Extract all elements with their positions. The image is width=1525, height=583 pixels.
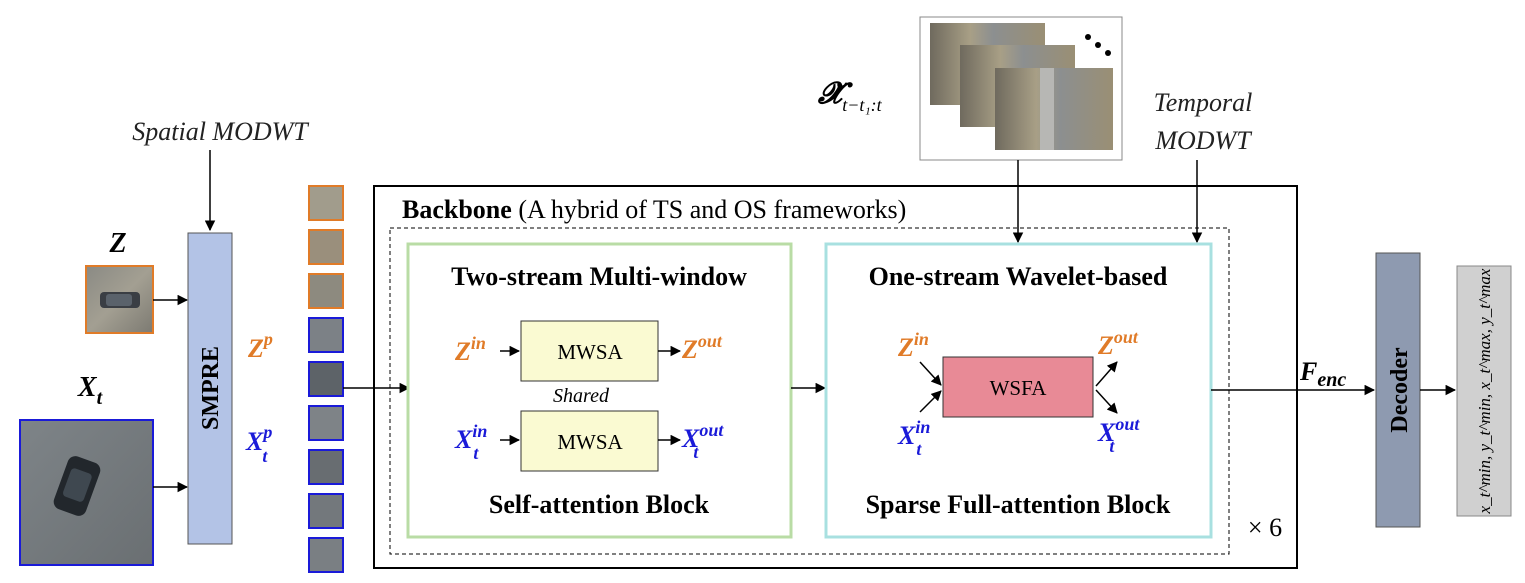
search-image — [19, 419, 154, 566]
one-stream-footer: Sparse Full-attention Block — [866, 490, 1171, 519]
fenc-label: Fenc — [1299, 357, 1346, 391]
wsfa-label: WSFA — [990, 376, 1048, 400]
two-stream-template-out: Zout — [681, 331, 723, 364]
two-stream-block — [406, 242, 793, 539]
one-stream-template-out: Zout — [1097, 327, 1139, 360]
smpre-label: SMPRE — [198, 346, 224, 430]
temporal-modwt-line2: MODWT — [1154, 126, 1252, 155]
decoder-label: Decoder — [1387, 347, 1413, 433]
search-label: Xt — [77, 372, 104, 409]
repeated-layer-box — [389, 227, 1230, 555]
shared-weights-label: Shared — [553, 385, 610, 407]
frames-label: 𝓧̆t−t₁:t — [817, 77, 883, 115]
mwsa-template-block — [520, 320, 659, 382]
output-bbox-label: x_t^min, y_t^min, x_t^max, y_t^max — [1475, 268, 1494, 514]
wsfa-search-out-arrow — [1095, 389, 1118, 414]
template-label: Z — [108, 228, 126, 259]
template-embedding-label: Zp — [247, 329, 273, 363]
repeat-count: × 6 — [1248, 513, 1282, 542]
two-stream-title: Two-stream Multi-window — [451, 262, 747, 291]
backbone-title: Backbone (A hybrid of TS and OS framewor… — [402, 195, 906, 224]
mwsa-search-label: MWSA — [557, 430, 623, 454]
decoder-block — [1375, 252, 1421, 528]
backbone-box — [373, 185, 1298, 569]
mwsa-search-block — [520, 410, 659, 472]
wsfa-template-out-arrow — [1095, 361, 1118, 387]
output-box — [1456, 265, 1512, 517]
smpre-block — [187, 232, 233, 545]
wsfa-block — [942, 356, 1094, 418]
spatial-modwt-label: Spatial MODWT — [132, 117, 309, 146]
wsfa-template-in-arrow — [919, 361, 942, 386]
token-patches — [308, 185, 344, 573]
one-stream-template-in: Zin — [897, 329, 929, 362]
historical-frames-image — [919, 16, 1123, 161]
one-stream-title: One-stream Wavelet-based — [869, 262, 1168, 291]
template-image — [85, 265, 154, 334]
two-stream-footer: Self-attention Block — [489, 490, 710, 519]
mwsa-template-label: MWSA — [557, 340, 623, 364]
wsfa-search-in-arrow — [919, 390, 942, 413]
two-stream-template-in: Zin — [454, 333, 486, 366]
temporal-modwt-line1: Temporal — [1154, 88, 1253, 117]
